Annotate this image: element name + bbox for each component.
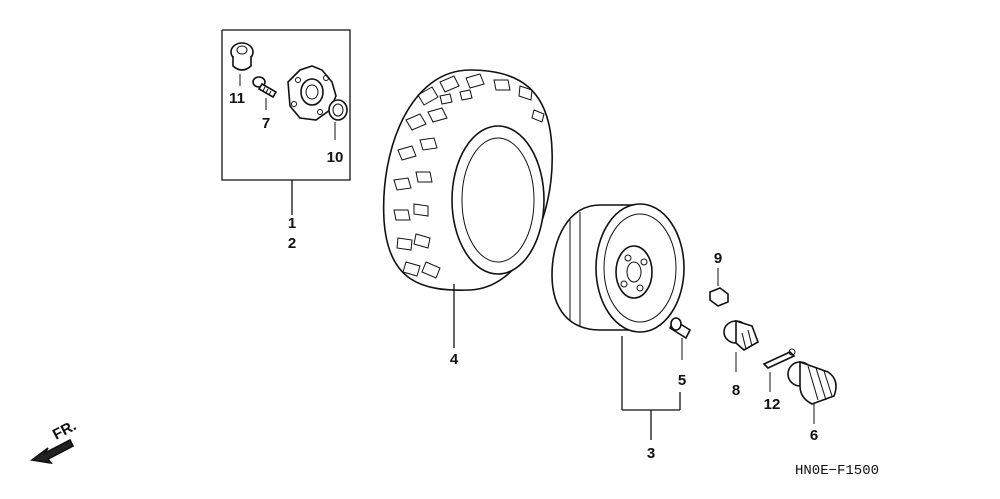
callout-1: 1 [288,215,296,232]
callout-12: 12 [764,396,781,413]
wheel-hub [287,65,337,121]
callout-4: 4 [450,351,459,368]
rim-valve-bracket [621,336,681,440]
callout-3: 3 [647,445,655,462]
nut-part-9 [709,268,729,307]
front-direction-arrow-icon [30,438,75,465]
callout-10: 10 [327,149,344,166]
diagram-code: HN0E−F1500 [795,463,879,479]
callout-11: 11 [229,90,245,107]
castle-nut-part-8 [723,319,759,372]
rim-part-3 [551,203,685,333]
direction-label: FR. [50,417,79,443]
hub-assembly-bracket [221,29,351,215]
cap-part-6 [787,360,837,424]
stud-bolt-part-7 [252,76,278,110]
callout-6: 6 [810,427,818,444]
callout-9: 9 [714,250,722,267]
tire-part-4 [382,69,553,348]
callout-7: 7 [262,115,270,132]
callout-2: 2 [288,235,296,252]
callout-8: 8 [732,382,740,399]
collar-part-11 [230,42,254,86]
callout-5: 5 [678,372,686,389]
seal-part-10 [328,99,348,140]
cotter-pin-part-12 [762,348,796,392]
valve-part-5 [668,317,692,360]
